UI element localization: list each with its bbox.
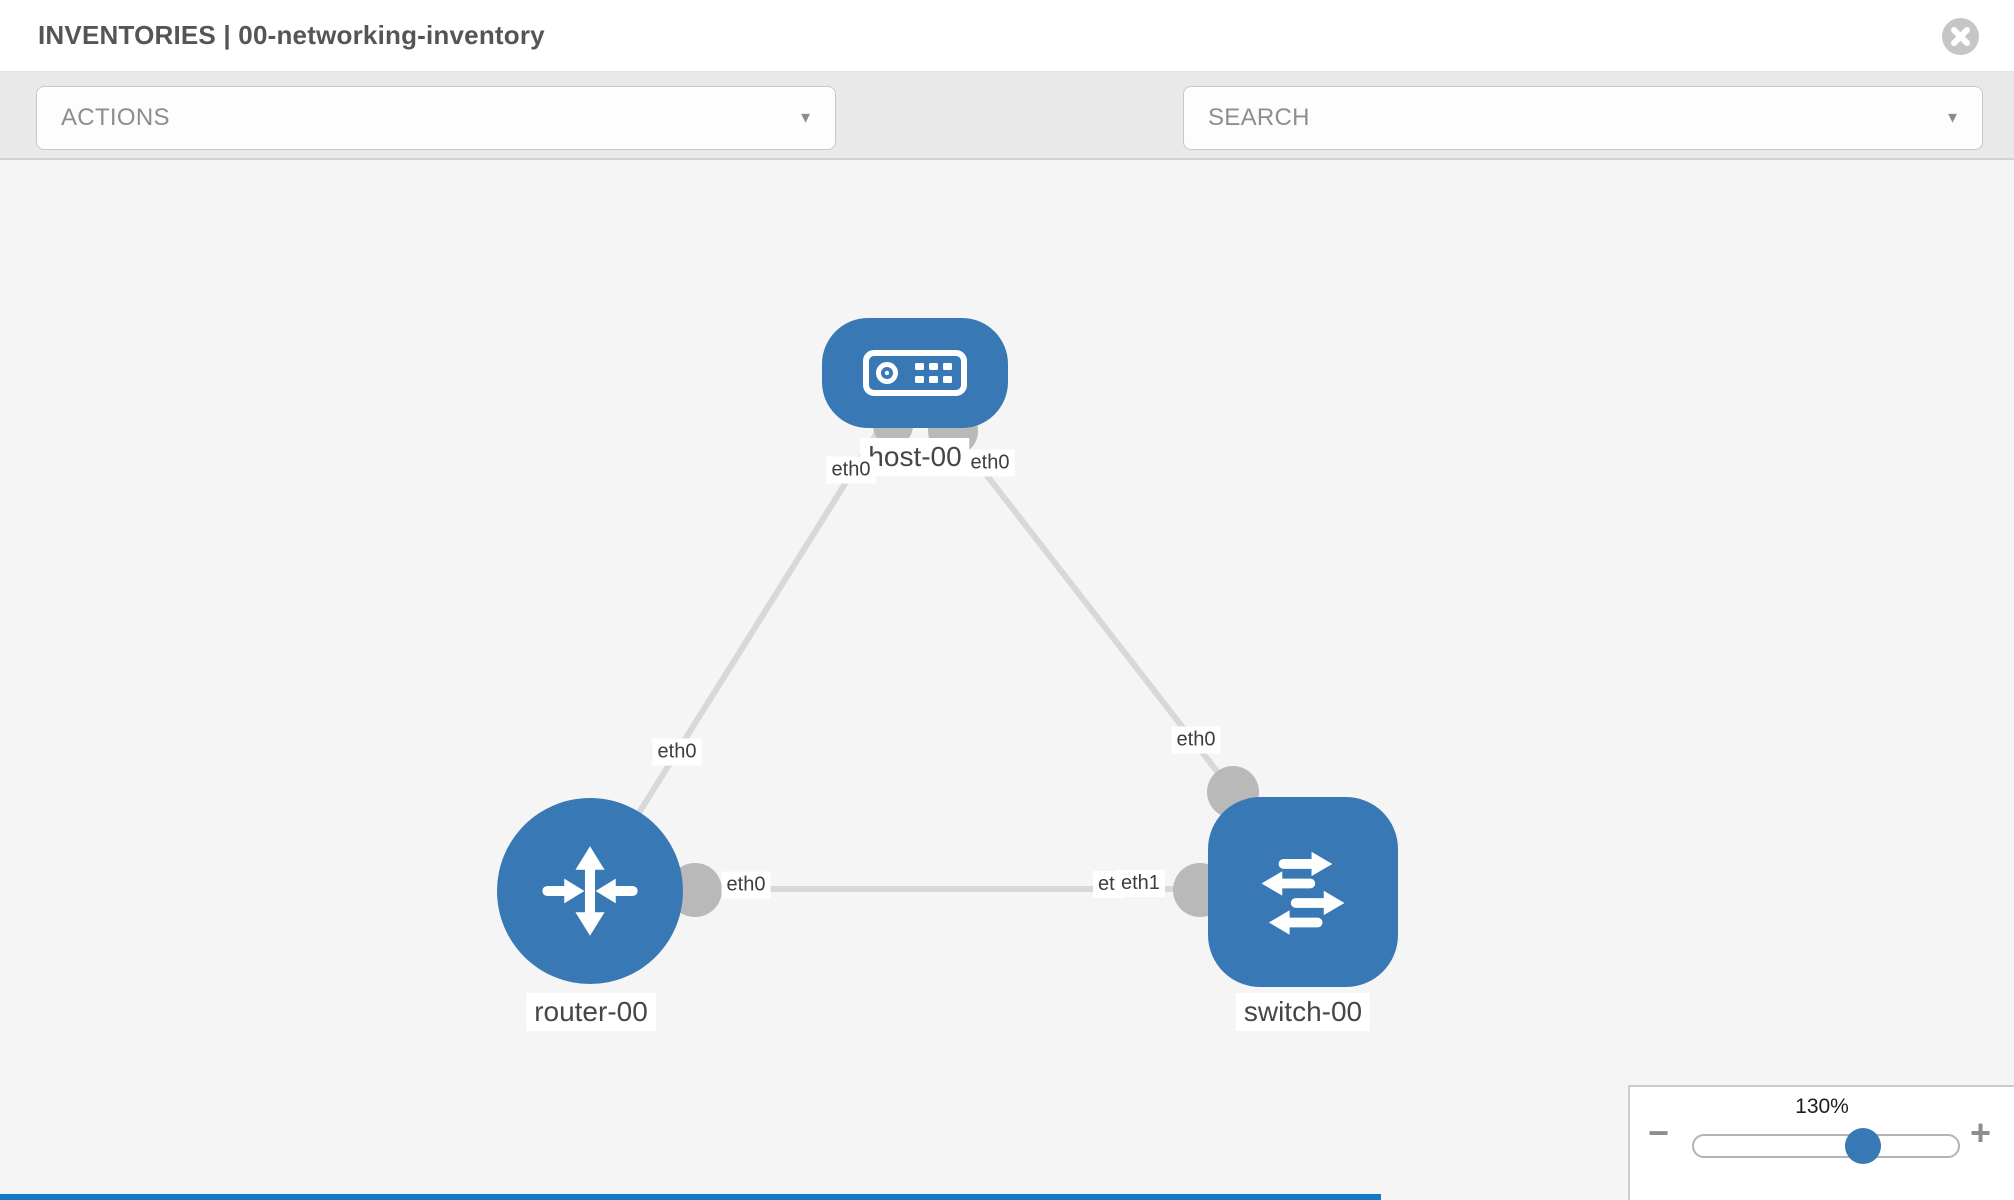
topology-canvas[interactable]: host-00 router-00 switch-00 eth0 eth0 et… xyxy=(0,160,2014,1200)
router-arrows-icon xyxy=(542,846,638,936)
zoom-slider-track[interactable] xyxy=(1692,1128,1960,1164)
zoom-in-button[interactable]: + xyxy=(1970,1112,1992,1153)
port-label-host-right: eth0 xyxy=(965,449,1015,477)
actions-dropdown-label: ACTIONS xyxy=(61,104,170,131)
close-icon xyxy=(1951,27,1970,46)
port-label-switch-left: eth1 xyxy=(1116,870,1165,897)
node-router-00[interactable] xyxy=(497,798,683,984)
node-label-switch-00: switch-00 xyxy=(1235,993,1371,1031)
chevron-down-icon: ▼ xyxy=(798,109,813,127)
zoom-out-button[interactable]: − xyxy=(1648,1112,1670,1153)
node-switch-00[interactable] xyxy=(1208,797,1398,987)
node-host-00[interactable] xyxy=(822,318,1008,428)
port-label-router-right: eth0 xyxy=(721,871,771,899)
port-label-host-left: eth0 xyxy=(826,456,876,484)
zoom-control-panel: 130% − + xyxy=(1628,1085,2014,1200)
node-label-router-00: router-00 xyxy=(526,993,656,1031)
zoom-slider-thumb[interactable] xyxy=(1844,1128,1881,1164)
actions-dropdown[interactable]: ACTIONS ▼ xyxy=(36,86,836,150)
search-dropdown-label: SEARCH xyxy=(1208,104,1310,131)
close-button[interactable] xyxy=(1942,18,1979,55)
server-icon xyxy=(863,350,967,396)
footer-accent-bar xyxy=(0,1194,1381,1200)
zoom-level-value: 130% xyxy=(1795,1095,1849,1118)
topology-links xyxy=(587,406,1259,917)
modal-header: INVENTORIES | 00-networking-inventory xyxy=(0,0,2014,72)
port-label-link-host-switch: eth0 xyxy=(1171,726,1221,754)
switch-arrows-icon xyxy=(1261,851,1345,935)
page-title: INVENTORIES | 00-networking-inventory xyxy=(38,20,545,50)
search-dropdown[interactable]: SEARCH ▼ xyxy=(1183,86,1983,150)
node-label-host-00: host-00 xyxy=(860,438,970,476)
chevron-down-icon: ▼ xyxy=(1945,109,1960,127)
port-label-link-router-host: eth0 xyxy=(652,738,702,766)
toolbar: ACTIONS ▼ SEARCH ▼ xyxy=(0,72,2014,208)
